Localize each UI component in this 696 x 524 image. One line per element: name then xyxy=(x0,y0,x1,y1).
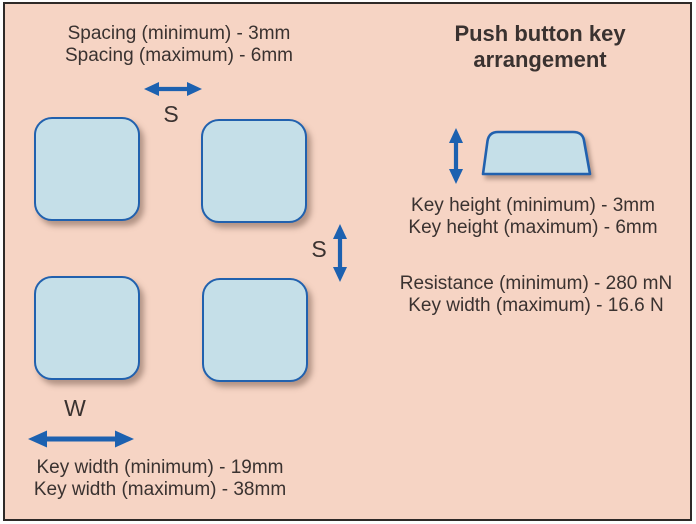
key-top-right xyxy=(201,119,307,223)
diagram-title: Push button key arrangement xyxy=(405,21,675,73)
diagram-title-line1: Push button key xyxy=(454,21,626,46)
spacing-max-text: Spacing (maximum) - 6mm xyxy=(64,44,294,66)
key-height-max-text: Key height (maximum) - 6mm xyxy=(408,216,658,238)
key-bottom-left xyxy=(34,276,140,380)
resistance-max-text: Key width (maximum) - 16.6 N xyxy=(408,294,664,316)
key-width-max-text: Key width (maximum) - 38mm xyxy=(33,478,287,500)
key-width-symbol: W xyxy=(64,395,86,421)
key-profile-shape xyxy=(481,130,592,176)
key-width-min-text: Key width (minimum) - 19mm xyxy=(36,457,284,478)
key-height-arrow-icon xyxy=(449,128,463,184)
key-top-left xyxy=(34,117,140,221)
key-width-arrow-icon xyxy=(28,430,134,448)
key-width-spec-text: Key width (minimum) - 19mm Key width (ma… xyxy=(22,457,298,500)
spacing-min-text: Spacing (minimum) - 3mm xyxy=(67,23,291,44)
key-height-min-text: Key height (minimum) - 3mm xyxy=(411,195,655,216)
vertical-spacing-arrow-icon xyxy=(333,224,347,282)
diagram-title-line2: arrangement xyxy=(473,47,607,72)
spacing-symbol-vertical: S xyxy=(311,236,327,262)
spacing-spec-text: Spacing (minimum) - 3mm Spacing (maximum… xyxy=(41,23,317,66)
spacing-symbol-horizontal: S xyxy=(163,101,179,127)
key-bottom-right xyxy=(202,278,308,382)
resistance-spec-text: Resistance (minimum) - 280 mN Key width … xyxy=(397,273,675,316)
key-height-spec-text: Key height (minimum) - 3mm Key height (m… xyxy=(395,195,671,238)
resistance-min-text: Resistance (minimum) - 280 mN xyxy=(399,273,673,294)
horizontal-spacing-arrow-icon xyxy=(144,82,202,96)
